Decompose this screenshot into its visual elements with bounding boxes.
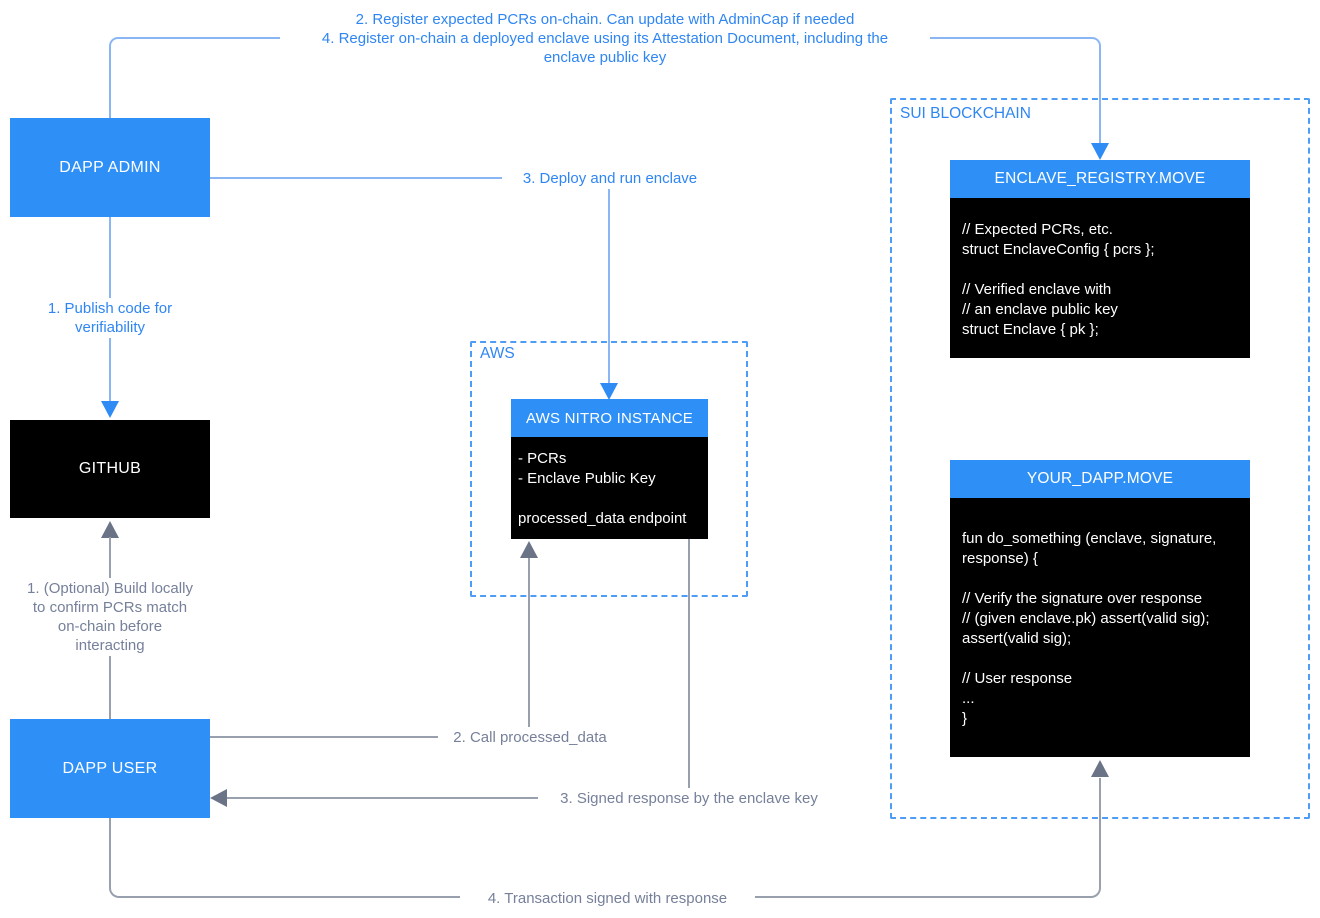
code-line: struct EnclaveConfig { pcrs }; xyxy=(962,241,1155,258)
code-line xyxy=(962,569,1242,589)
edge-register-label: 2. Register expected PCRs on-chain. Can … xyxy=(280,9,930,68)
sui-group-box xyxy=(890,98,1310,819)
code-line: fun do_something (enclave, signature, xyxy=(962,530,1217,547)
arrowhead-up-icon xyxy=(101,521,119,538)
edge-deploy-label: 3. Deploy and run enclave xyxy=(502,168,718,189)
edge-register-label-line3: enclave public key xyxy=(543,49,667,66)
code-line: struct Enclave { pk }; xyxy=(962,321,1099,338)
enclave-registry-header: ENCLAVE_REGISTRY.MOVE xyxy=(950,160,1250,198)
edge-register-label-line2: 4. Register on-chain a deployed enclave … xyxy=(321,30,889,47)
arrowhead-down-icon xyxy=(600,383,618,400)
edge-transaction-line xyxy=(109,818,1101,898)
code-line: // Verified enclave with xyxy=(962,281,1112,298)
code-line xyxy=(962,649,1242,669)
aws-nitro-header: AWS NITRO INSTANCE xyxy=(511,399,708,437)
code-line: response) { xyxy=(962,550,1038,567)
code-line: - Enclave Public Key xyxy=(518,470,656,487)
edge-register-label-line1: 2. Register expected PCRs on-chain. Can … xyxy=(355,11,855,28)
code-line xyxy=(962,260,1242,280)
dapp-user-node: DAPP USER xyxy=(10,719,210,818)
code-line: // an enclave public key xyxy=(962,301,1118,318)
dapp-admin-label: DAPP ADMIN xyxy=(59,158,161,176)
code-line: } xyxy=(962,710,968,727)
edge-signed-label: 3. Signed response by the enclave key xyxy=(538,788,840,809)
edge-build-label: 1. (Optional) Build locally to confirm P… xyxy=(20,578,200,656)
code-line: - PCRs xyxy=(518,450,567,467)
your-dapp-header: YOUR_DAPP.MOVE xyxy=(950,460,1250,498)
github-label: GITHUB xyxy=(78,460,142,477)
edge-call-line-h xyxy=(210,736,530,738)
edge-signed-line-v xyxy=(688,539,690,789)
code-line: // Expected PCRs, etc. xyxy=(962,221,1113,238)
code-line: // Verify the signature over response xyxy=(962,590,1203,607)
aws-group-label: AWS xyxy=(477,345,518,363)
edge-transaction-line-v xyxy=(1099,778,1101,820)
aws-group-box xyxy=(470,341,748,597)
edge-transaction-label: 4. Transaction signed with response xyxy=(460,888,755,909)
code-line: processed_data endpoint xyxy=(518,510,687,527)
arrowhead-down-icon xyxy=(1091,143,1109,160)
dapp-admin-node: DAPP ADMIN xyxy=(10,118,210,217)
edge-deploy-line-h xyxy=(210,177,610,179)
arrowhead-up-icon xyxy=(520,541,538,558)
enclave-registry-code: // Expected PCRs, etc. struct EnclaveConf… xyxy=(950,198,1250,358)
aws-nitro-code: - PCRs - Enclave Public Key processed_dat… xyxy=(511,437,708,539)
edge-call-label: 2. Call processed_data xyxy=(438,727,622,748)
edge-signed-line-h xyxy=(222,797,838,799)
edge-deploy-line-v xyxy=(608,178,610,384)
dapp-user-label: DAPP USER xyxy=(62,759,158,777)
edge-publish-label: 1. Publish code for verifiability xyxy=(30,298,190,338)
code-line: assert(valid sig); xyxy=(962,630,1072,647)
your-dapp-code: fun do_something (enclave, signature, res… xyxy=(950,498,1250,757)
arrowhead-up-icon xyxy=(1091,760,1109,777)
edge-call-line-v xyxy=(528,557,530,727)
arrowhead-down-icon xyxy=(101,401,119,418)
code-line: // User response xyxy=(962,670,1073,687)
github-node: GITHUB xyxy=(10,420,210,518)
sui-group-label: SUI BLOCKCHAIN xyxy=(897,105,1034,123)
arrowhead-left-icon xyxy=(210,789,227,807)
code-line: ... xyxy=(962,690,975,707)
code-line xyxy=(518,489,702,509)
code-line: // (given enclave.pk) assert(valid sig); xyxy=(962,610,1210,627)
